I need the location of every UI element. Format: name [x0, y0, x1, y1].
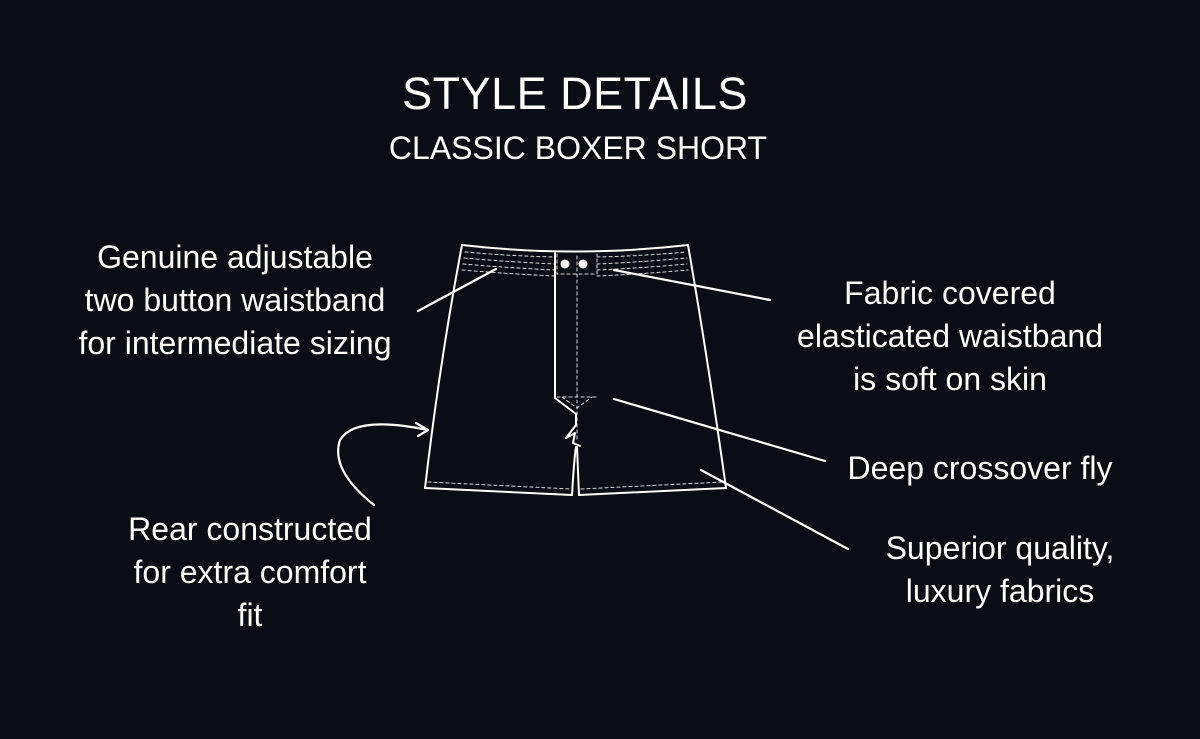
leader-line-superior — [699, 468, 850, 551]
shorts-outline — [424, 244, 727, 496]
annotation-fabric-covered: Fabric covered elasticated waistband is … — [797, 275, 1103, 397]
leader-arrow-rear — [337, 423, 430, 507]
annotation-rear-constructed: Rear constructed for extra comfort fit — [128, 511, 372, 633]
annotation-waistband-adjust: Genuine adjustable two button waistband … — [78, 239, 392, 361]
annotation-crossover-fly: Deep crossover fly — [847, 450, 1113, 486]
button-icon — [560, 259, 570, 269]
waistband-stitching — [427, 251, 724, 490]
leader-line-waistband-adjust — [416, 267, 498, 313]
arrowhead-icon — [414, 421, 430, 438]
button-icon — [578, 259, 588, 269]
leader-lines — [337, 267, 850, 551]
waistband-buttons — [560, 259, 588, 269]
leader-line-crossover-fly — [612, 397, 827, 463]
leader-line-fabric-covered — [612, 268, 772, 302]
page-title: STYLE DETAILS — [402, 68, 748, 119]
annotation-superior-quality: Superior quality, luxury fabrics — [885, 530, 1115, 609]
page-subtitle: CLASSIC BOXER SHORT — [388, 130, 768, 166]
